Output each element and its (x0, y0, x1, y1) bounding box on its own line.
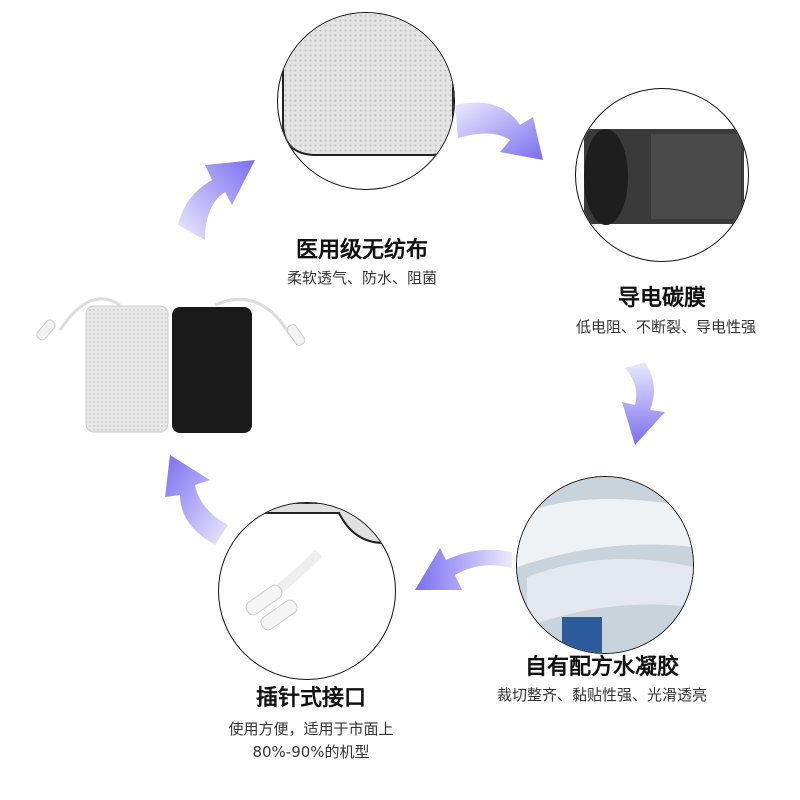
feature-desc-connector-line1: 使用方便，适用于市面上 (228, 720, 394, 738)
feature-title-hydrogel: 自有配方水凝胶 (524, 655, 680, 680)
arrow-bottom-left (415, 548, 512, 590)
feature-title-carbon: 导电碳膜 (617, 286, 707, 311)
feature-title-connector: 插针式接口 (255, 686, 367, 711)
feature-desc-connector-line2: 80%-90%的机型 (252, 743, 370, 761)
arrow-up-left-top (178, 160, 255, 240)
feature-desc-nonwoven: 柔软透气、防水、阻菌 (286, 269, 438, 287)
pin-connector-image (218, 502, 396, 680)
hydrogel-image (516, 476, 694, 654)
feature-desc-carbon: 低电阻、不断裂、导电性强 (575, 318, 757, 336)
arrow-left-up (165, 455, 228, 545)
feature-title-nonwoven: 医用级无纺布 (295, 238, 429, 263)
nonwoven-fabric-image (277, 12, 455, 190)
feature-desc-hydrogel: 裁切整齐、黏贴性强、光滑透亮 (496, 686, 708, 704)
arrow-top-right (455, 102, 543, 160)
carbon-film-image (575, 88, 749, 262)
arrow-right-down (622, 362, 665, 445)
